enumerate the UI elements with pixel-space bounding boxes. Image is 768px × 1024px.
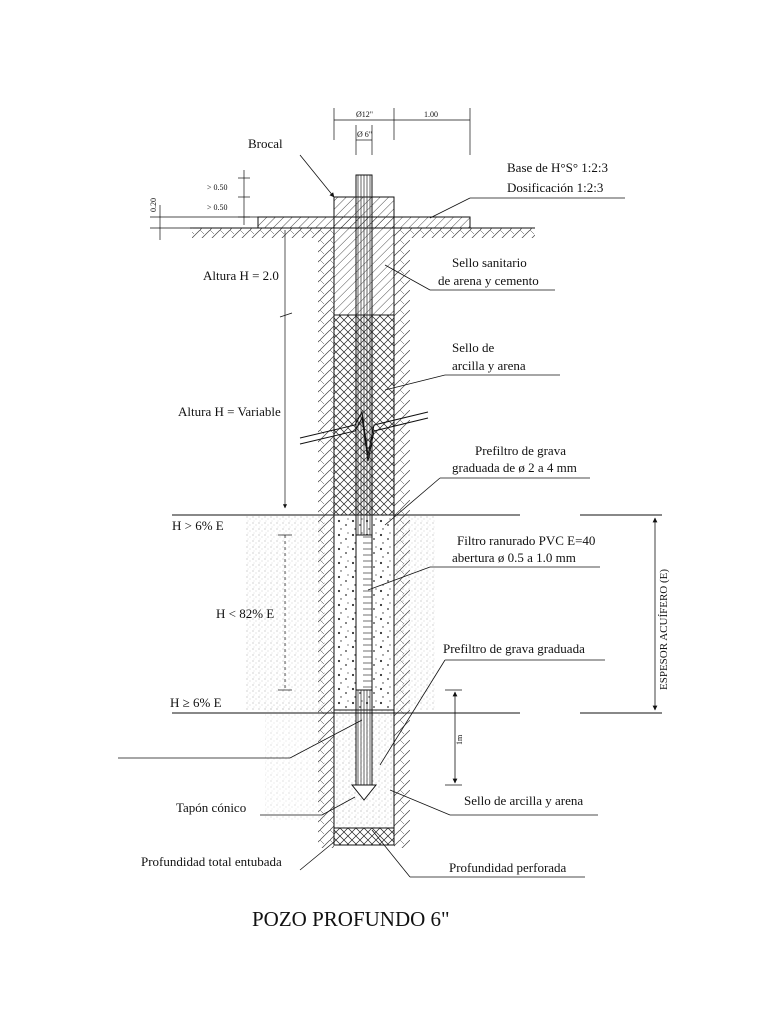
label-profundidad-perforada: Profundidad perforada bbox=[449, 860, 567, 875]
dim-span: 1.00 bbox=[424, 110, 438, 119]
label-sello-arcilla-1: Sello de bbox=[452, 340, 494, 355]
label-h-mid: H < 82% E bbox=[216, 606, 274, 621]
label-altura-2: Altura H = 2.0 bbox=[203, 268, 279, 283]
dim-1m: 1m bbox=[455, 734, 464, 745]
label-sello-sanitario-2: de arena y cemento bbox=[438, 273, 539, 288]
dim-050-a: > 0.50 bbox=[207, 183, 228, 192]
casing-pipe bbox=[350, 174, 378, 801]
label-sello-sanitario-1: Sello sanitario bbox=[452, 255, 527, 270]
label-profundidad-entubada: Profundidad total entubada bbox=[141, 854, 282, 869]
aquifer-lines bbox=[172, 514, 662, 714]
top-dimensions bbox=[333, 108, 471, 155]
label-altura-variable: Altura H = Variable bbox=[178, 404, 281, 419]
break-symbol bbox=[299, 410, 429, 462]
diagram-title: POZO PROFUNDO 6" bbox=[252, 907, 450, 931]
label-sello-arcilla-bot: Sello de arcilla y arena bbox=[464, 793, 583, 808]
leader-lines bbox=[118, 154, 625, 878]
label-brocal: Brocal bbox=[248, 136, 283, 151]
dim-020: 0.20 bbox=[149, 198, 158, 212]
label-prefiltro-graduada: Prefiltro de grava graduada bbox=[443, 641, 585, 656]
dim-050-b: > 0.50 bbox=[207, 203, 228, 212]
label-sello-arcilla-2: arcilla y arena bbox=[452, 358, 526, 373]
left-dimensions bbox=[150, 170, 258, 240]
label-filtro-2: abertura ø 0.5 a 1.0 mm bbox=[452, 550, 576, 565]
label-tapon: Tapón cónico bbox=[176, 800, 246, 815]
label-h-bot: H ≥ 6% E bbox=[170, 695, 222, 710]
label-prefiltro-1: Prefiltro de grava bbox=[475, 443, 566, 458]
one-meter-dim bbox=[445, 689, 462, 786]
label-base-1: Base de H°S° 1:2:3 bbox=[507, 160, 608, 175]
bottom-seal-block bbox=[333, 827, 395, 846]
height-dimension-line bbox=[278, 230, 293, 691]
dim-d12: Ø12" bbox=[356, 110, 373, 119]
espesor-label: ESPESOR ACUÍFERO (E) bbox=[658, 569, 670, 690]
label-base-2: Dosificación 1:2:3 bbox=[507, 180, 603, 195]
borehole-walls bbox=[318, 228, 410, 848]
dim-d6: Ø 6" bbox=[357, 130, 372, 139]
label-prefiltro-2: graduada de ø 2 a 4 mm bbox=[452, 460, 577, 475]
label-filtro-1: Filtro ranurado PVC E=40 bbox=[457, 533, 595, 548]
label-h-top: H > 6% E bbox=[172, 518, 224, 533]
